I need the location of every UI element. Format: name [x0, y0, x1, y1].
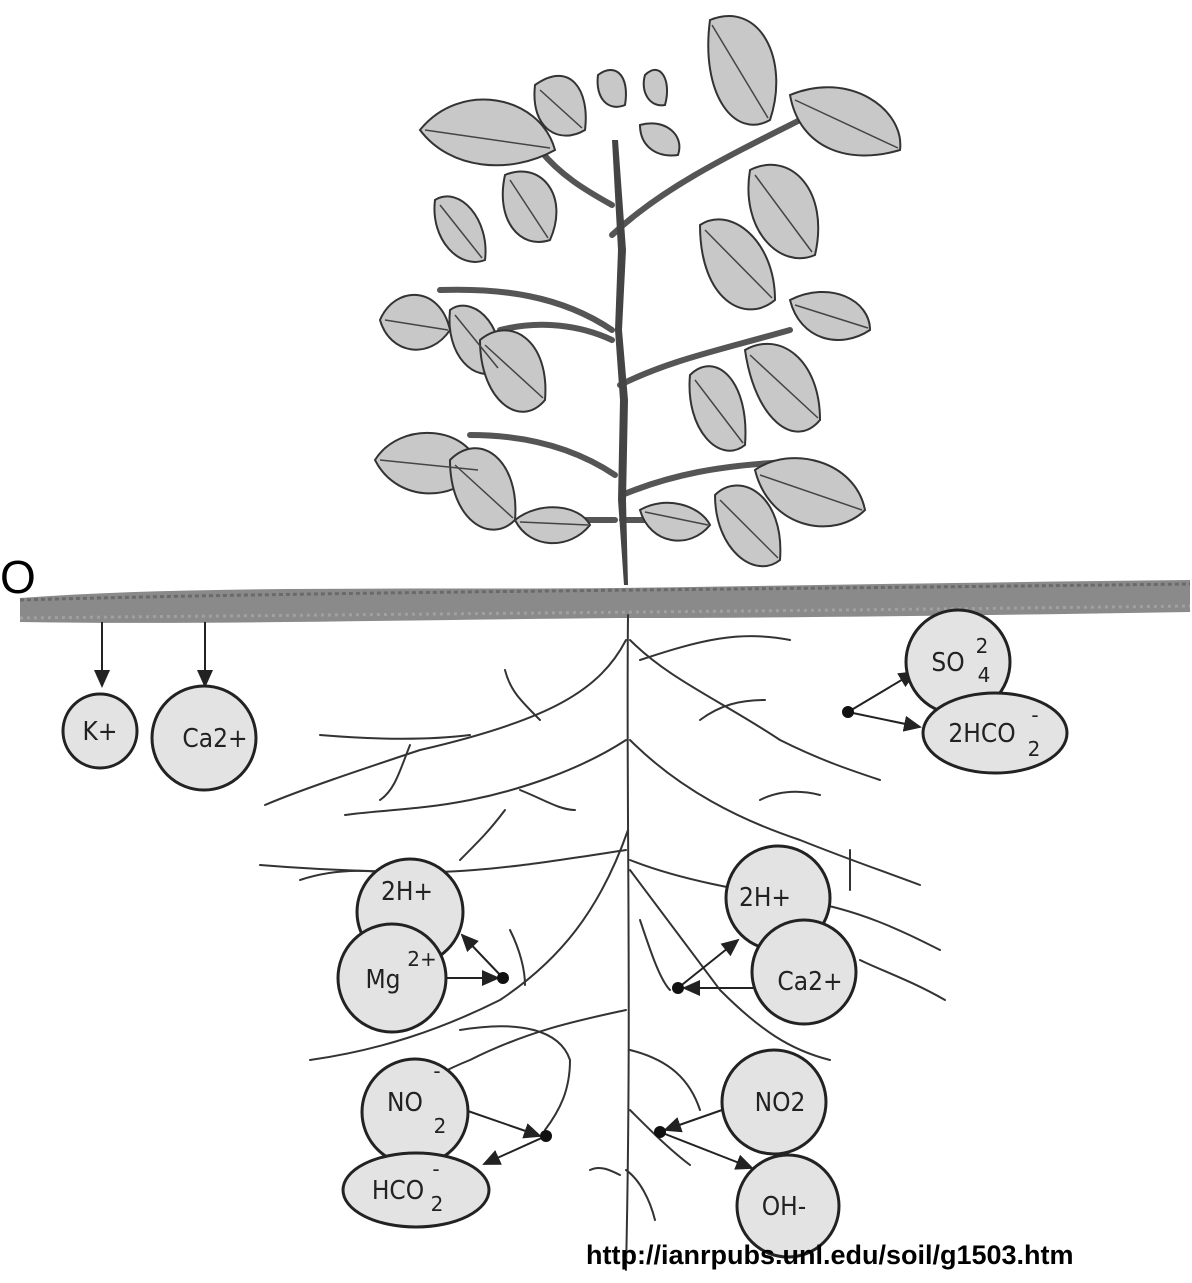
leaf [640, 123, 679, 155]
ion-hco2-bottom: HCO - 2 [343, 1153, 489, 1227]
ion-no2-left-label: NO [387, 1088, 423, 1118]
leaf [380, 295, 450, 350]
leaf [450, 448, 515, 529]
ion-no2-left: NO - 2 [362, 1059, 468, 1165]
leaf [745, 344, 820, 432]
ion-hco2-top-subscript: 2 [1028, 737, 1041, 761]
ion-k-label: K+ [83, 717, 118, 747]
leaf [598, 70, 626, 107]
ion-mg: Mg 2+ [338, 924, 446, 1032]
leaf [790, 87, 900, 155]
ion-hco2-bottom-label: HCO [372, 1176, 424, 1206]
leaf [708, 16, 776, 125]
plant-shoot [375, 16, 900, 585]
source-url: http://ianrpubs.unl.edu/soil/g1503.htm [586, 1240, 1074, 1271]
ion-hco2-top-charge: - [1031, 703, 1038, 727]
ion-mg-label: Mg [365, 965, 400, 995]
ion-hco2-top: 2HCO - 2 [923, 693, 1067, 773]
leaf [640, 503, 710, 541]
ion-hco2-bottom-subscript: 2 [431, 1192, 444, 1216]
ion-k: K+ [63, 694, 137, 768]
ion-hco2-bottom-charge: - [432, 1157, 439, 1181]
leaf [644, 70, 667, 106]
ion-h-right-label: 2H+ [739, 883, 791, 913]
ion-no2-right: NO2 [722, 1050, 826, 1154]
soil-surface [20, 580, 1190, 623]
ion-mg-charge: 2+ [407, 947, 436, 971]
ion-ca-right: Ca2+ [752, 920, 856, 1024]
ion-no2-left-charge: - [433, 1059, 440, 1083]
ion-no2-left-subscript: 2 [434, 1114, 447, 1138]
ion-hco2-top-label: 2HCO [948, 719, 1015, 749]
ion-ca-left-label: Ca2+ [182, 724, 247, 754]
ion-so4-subscript: 4 [978, 663, 991, 687]
ion-ca-left: Ca2+ [152, 686, 256, 790]
ion-h-left-label: 2H+ [381, 877, 433, 907]
ion-so4-label: SO [931, 648, 964, 678]
ion-no2-right-label: NO2 [755, 1088, 806, 1118]
ion-oh-label: OH- [762, 1192, 806, 1222]
ion-ca-right-label: Ca2+ [777, 967, 842, 997]
corner-letter: O [0, 550, 36, 604]
ion-so4-charge: 2 [976, 634, 989, 658]
